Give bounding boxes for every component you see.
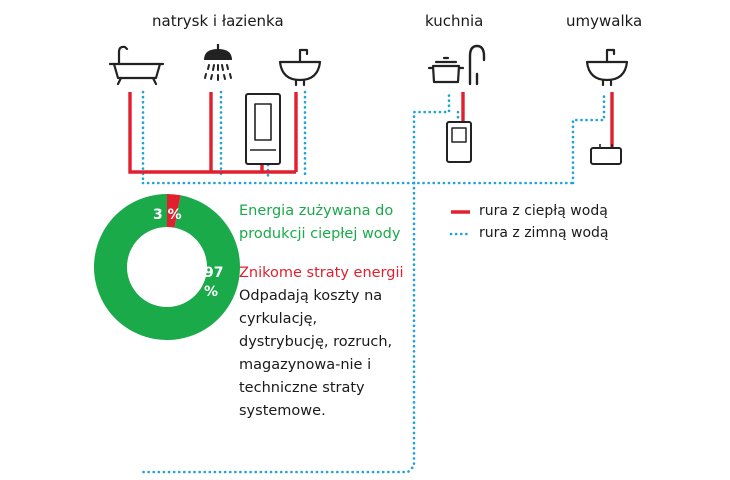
kitchen-faucet-icon [468,44,486,86]
cold-pipe-washbasin [571,90,606,185]
bathroom-sink-icon [278,48,322,87]
chart-label-loss: 3 % [153,207,182,223]
losses-body-text: Odpadają koszty na cyrkulację, dystrybuc… [239,288,393,419]
cold-water-pipes [138,90,606,474]
shower-icon [204,44,232,81]
energy-used-text: Energia zużywana do produkcji ciepłej wo… [239,203,401,242]
donut-slice-loss [167,194,181,228]
water-heater-kitchen-icon [446,121,472,163]
washbasin-icon [585,48,629,87]
area-label-kitchen: kuchnia [425,12,484,30]
hot-water-pipes [128,92,614,174]
bathtub-icon [108,45,165,86]
losses-heading: Znikome straty energii [239,265,404,281]
energy-donut-chart [93,193,240,340]
water-heater-washbasin-icon [590,144,622,165]
cold-pipe-kitchen [412,90,451,185]
chart-label-energy: 97 % [204,265,224,300]
area-label-washbasin: umywalka [566,12,643,30]
donut-slice-energy [93,193,240,340]
cold-pipe-riser [138,181,416,474]
legend-cold-label: rura z zimną wodą [479,225,609,241]
pot-icon [427,56,465,84]
hot-pipe-bath [128,92,296,174]
area-label-bathroom: natrysk i łazienka [152,12,284,30]
water-heater-bathroom-icon [245,93,281,165]
legend-hot-label: rura z ciepłą wodą [479,203,608,219]
